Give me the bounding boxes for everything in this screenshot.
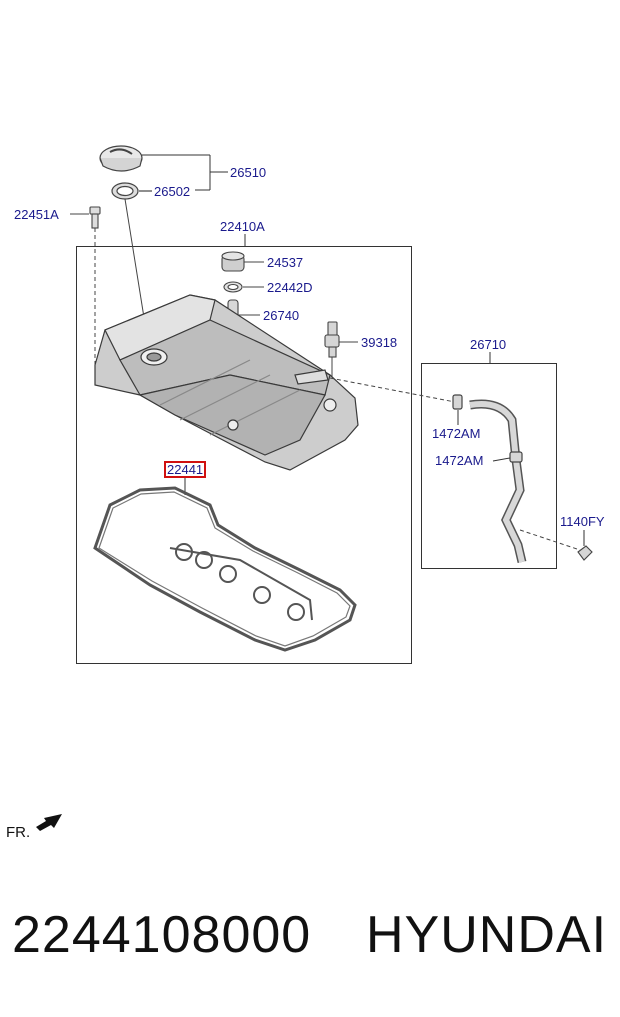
- footer-part-number: 2244108000: [12, 906, 312, 964]
- bracket-26510: [137, 154, 228, 191]
- oil-filler-cap: [99, 145, 143, 172]
- callout-26740[interactable]: 26740: [263, 308, 300, 323]
- front-indicator-label: FR.: [6, 824, 31, 841]
- cover-gasket-inner: [98, 491, 351, 647]
- callout-22410A[interactable]: 22410A: [220, 219, 265, 234]
- cover-assembly-box: [76, 246, 412, 664]
- callout-1140FY[interactable]: 1140FY: [560, 514, 605, 529]
- diagram-drawing: [36, 145, 593, 831]
- callout-1472AM-top[interactable]: 1472AM: [432, 426, 481, 441]
- sensor-39318: [324, 321, 358, 358]
- callout-1472AM-bottom[interactable]: 1472AM: [435, 453, 484, 468]
- rocker-cover: [94, 294, 359, 471]
- callout-39318[interactable]: 39318: [361, 335, 398, 350]
- filler-cap-gasket: [111, 182, 152, 200]
- callout-22451A[interactable]: 22451A: [14, 207, 59, 222]
- parts-diagram: 26510 26502 22451A 22410A 24537 22442D 2…: [6, 145, 605, 841]
- pcv-hose-26710: [452, 394, 527, 564]
- grommet-24537: [221, 251, 264, 272]
- oring-22442D: [223, 281, 264, 293]
- bolt-22451A: [70, 206, 101, 229]
- callout-26502[interactable]: 26502: [154, 184, 191, 199]
- front-direction-arrow-icon: [36, 814, 62, 831]
- callout-22441-highlighted[interactable]: 22441: [164, 461, 207, 478]
- callout-26710[interactable]: 26710: [470, 337, 507, 352]
- callout-24537[interactable]: 24537: [267, 255, 304, 270]
- clip-1140FY: [577, 530, 593, 561]
- callout-26510[interactable]: 26510: [230, 165, 267, 180]
- plug-tube-seals: [169, 543, 313, 621]
- callout-22442D[interactable]: 22442D: [267, 280, 313, 295]
- hose-assembly-box: [421, 363, 557, 569]
- footer-brand: HYUNDAI: [366, 906, 608, 964]
- cover-gasket-22441: [93, 486, 357, 652]
